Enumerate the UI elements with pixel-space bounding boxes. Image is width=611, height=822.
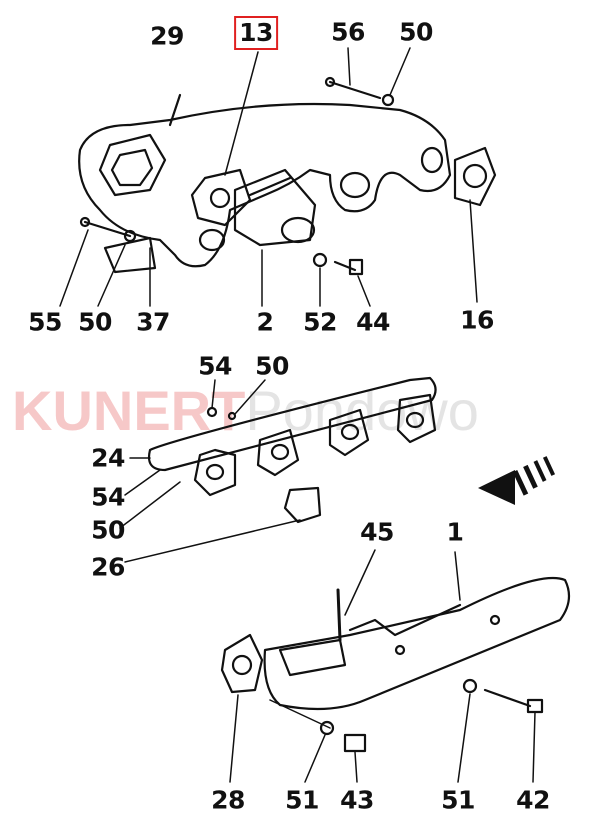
label-50: 50 — [91, 515, 125, 545]
manifold-24 — [147, 376, 437, 524]
label-43: 43 — [340, 785, 374, 815]
watermark-brand: KUNERT — [12, 379, 246, 442]
bolt-56 — [324, 76, 395, 107]
label-50: 50 — [78, 307, 112, 337]
bracket-37 — [103, 236, 157, 274]
label-37: 37 — [136, 307, 170, 337]
bolt-43 — [319, 720, 367, 753]
label-42: 42 — [516, 785, 550, 815]
bolt-55 — [79, 216, 137, 243]
label-45: 45 — [360, 517, 394, 547]
label-50: 50 — [399, 17, 433, 47]
direction-arrow — [478, 456, 556, 505]
label-52: 52 — [303, 307, 337, 337]
gasket-16 — [453, 146, 497, 207]
label-56: 56 — [331, 17, 365, 47]
bolt-42 — [462, 678, 544, 714]
bolt-44 — [312, 252, 364, 276]
label-51: 51 — [285, 785, 319, 815]
label-54: 54 — [91, 482, 125, 512]
label-24: 24 — [91, 443, 125, 473]
label-13-highlighted[interactable]: 13 — [234, 16, 278, 50]
label-51: 51 — [441, 785, 475, 815]
manifold-1 — [263, 576, 571, 711]
label-44: 44 — [356, 307, 390, 337]
label-1: 1 — [446, 517, 464, 547]
gasket-13 — [190, 168, 252, 227]
label-2: 2 — [256, 307, 274, 337]
label-26: 26 — [91, 552, 125, 582]
pipe-2 — [233, 168, 317, 247]
label-29: 29 — [150, 21, 184, 51]
manifold-29 — [78, 93, 452, 268]
label-54: 54 — [198, 351, 232, 381]
label-16: 16 — [460, 305, 494, 335]
gasket-28 — [220, 633, 264, 694]
label-28: 28 — [211, 785, 245, 815]
label-55: 55 — [28, 307, 62, 337]
label-50: 50 — [255, 351, 289, 381]
